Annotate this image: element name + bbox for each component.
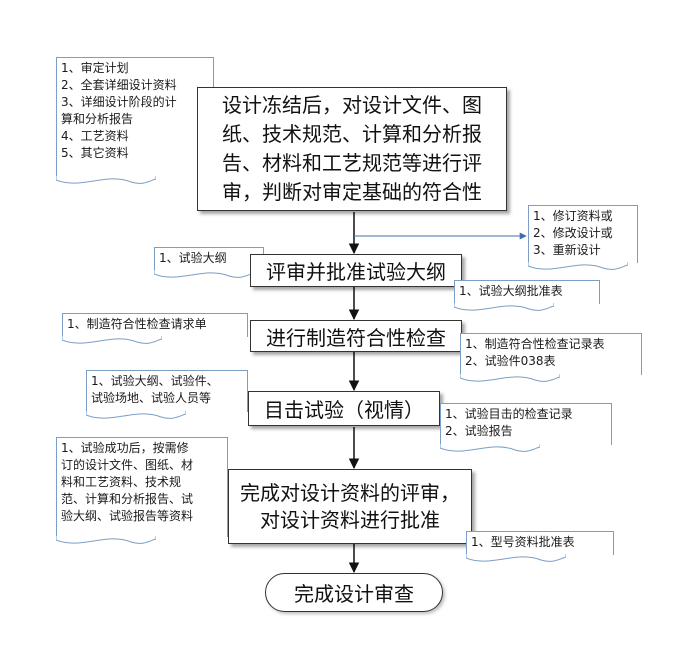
doc-line: 2、全套详细设计资料 — [61, 78, 177, 92]
doc-line: 1、型号资料批准表 — [471, 535, 575, 549]
doc-outline-approval: 1、试验大纲批准表 — [454, 280, 600, 304]
doc-test-items: 1、试验大纲、试验件、 试验场地、试验人员等 — [86, 370, 248, 412]
doc-line: 5、其它资料 — [61, 146, 129, 160]
step-conformity-inspection: 进行制造符合性检查 — [250, 320, 462, 352]
doc-line: 范、计算和分析报告、试 — [61, 492, 194, 506]
doc-line: 1、试验大纲 — [159, 251, 227, 265]
step-line: 完成对设计资料的评审， — [240, 480, 460, 505]
doc-line: 验大纲、试验报告等资料 — [61, 509, 194, 523]
doc-line: 试验场地、试验人员等 — [91, 391, 212, 405]
doc-line: 料和工艺资料、技术规 — [61, 475, 182, 489]
step-line: 审，判断对审定基础的符合性 — [222, 180, 482, 204]
doc-line: 算和分析报告 — [61, 112, 134, 126]
doc-line: 3、详细设计阶段的计 — [61, 95, 177, 109]
doc-line: 2、试验报告 — [445, 424, 513, 438]
step-line: 评审并批准试验大纲 — [266, 260, 446, 284]
doc-revision-options: 1、修订资料或 2、修改设计或 3、重新设计 — [528, 205, 638, 263]
step-witness-test: 目击试验（视情） — [248, 391, 440, 426]
step-approve-test-outline: 评审并批准试验大纲 — [250, 254, 462, 287]
step-line: 纸、技术规范、计算和分析报 — [222, 122, 482, 146]
doc-line: 1、试验大纲批准表 — [459, 284, 563, 298]
doc-line: 1、试验成功后，按需修 — [61, 441, 189, 455]
doc-line: 3、重新设计 — [533, 243, 601, 257]
step-line: 设计冻结后，对设计文件、图 — [222, 93, 482, 117]
doc-conformity-request: 1、制造符合性检查请求单 — [62, 313, 248, 337]
doc-review-inputs: 1、审定计划 2、全套详细设计资料 3、详细设计阶段的计 算和分析报告 4、工艺… — [56, 57, 214, 177]
step-line: 目击试验（视情） — [264, 398, 424, 422]
doc-line: 2、修改设计或 — [533, 226, 613, 240]
doc-line: 1、审定计划 — [61, 61, 129, 75]
doc-line: 1、制造符合性检查请求单 — [67, 317, 207, 331]
step-line: 告、材料和工艺规范等进行评 — [222, 151, 482, 175]
doc-test-outline: 1、试验大纲 — [154, 247, 264, 271]
doc-line: 1、试验目击的检查记录 — [445, 407, 573, 421]
doc-witness-records: 1、试验目击的检查记录 2、试验报告 — [440, 403, 612, 445]
end-terminal: 完成设计审查 — [265, 573, 443, 612]
step-line: 对设计资料进行批准 — [260, 507, 440, 532]
doc-conformity-records: 1、制造符合性检查记录表 2、试验件038表 — [460, 333, 642, 375]
doc-line: 4、工艺资料 — [61, 129, 129, 143]
doc-type-approval: 1、型号资料批准表 — [466, 531, 614, 555]
end-label: 完成设计审查 — [294, 582, 414, 606]
step-line: 进行制造符合性检查 — [266, 325, 446, 350]
doc-line: 1、修订资料或 — [533, 209, 613, 223]
doc-line: 订的设计文件、图纸、材 — [61, 458, 194, 472]
step-complete-review: 完成对设计资料的评审， 对设计资料进行批准 — [228, 469, 472, 544]
doc-line: 2、试验件038表 — [465, 354, 556, 368]
step-design-review: 设计冻结后，对设计文件、图 纸、技术规范、计算和分析报 告、材料和工艺规范等进行… — [197, 87, 507, 211]
doc-final-inputs: 1、试验成功后，按需修 订的设计文件、图纸、材 料和工艺资料、技术规 范、计算和… — [56, 437, 228, 537]
doc-line: 1、试验大纲、试验件、 — [91, 374, 219, 388]
doc-line: 1、制造符合性检查记录表 — [465, 337, 605, 351]
